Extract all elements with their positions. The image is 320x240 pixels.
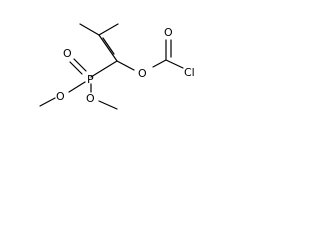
bond-methyl-right-to-vinyl-carbon [98,23,119,36]
atom-label-phosphoryl-oxygen: O [63,47,72,60]
bond-phosphorus-to-methoxy-left [68,81,86,93]
bond-phosphoryl-outer [73,58,87,72]
chemical-structure: P O O O O O Cl [39,23,195,110]
atom-label-methoxy-oxygen-left: O [56,90,65,103]
atom-label-carbonyl-oxygen: O [164,26,173,39]
atom-label-enol-ether-oxygen: O [138,67,147,80]
bond-phosphoryl-inner [69,61,83,75]
bond-cc-double-outer [98,34,118,62]
bond-methyl-left-to-vinyl-carbon [79,23,100,36]
bond-methoxy-left-to-methyl [39,97,56,107]
bond-cc-double-inner [102,37,115,55]
atom-label-chlorine: Cl [184,66,195,79]
bond-methoxy-down-to-methyl [98,100,118,110]
atom-label-phosphorus: P [87,73,94,86]
bond-carbonyl-carbon-to-chlorine [165,59,184,69]
bond-vinyl-carbon-to-ether-oxygen [116,60,135,71]
bond-vinyl-carbon-to-phosphorus [90,60,118,78]
atom-label-methoxy-oxygen-right: O [86,92,95,105]
bond-ether-oxygen-to-carbonyl-carbon [152,59,167,68]
